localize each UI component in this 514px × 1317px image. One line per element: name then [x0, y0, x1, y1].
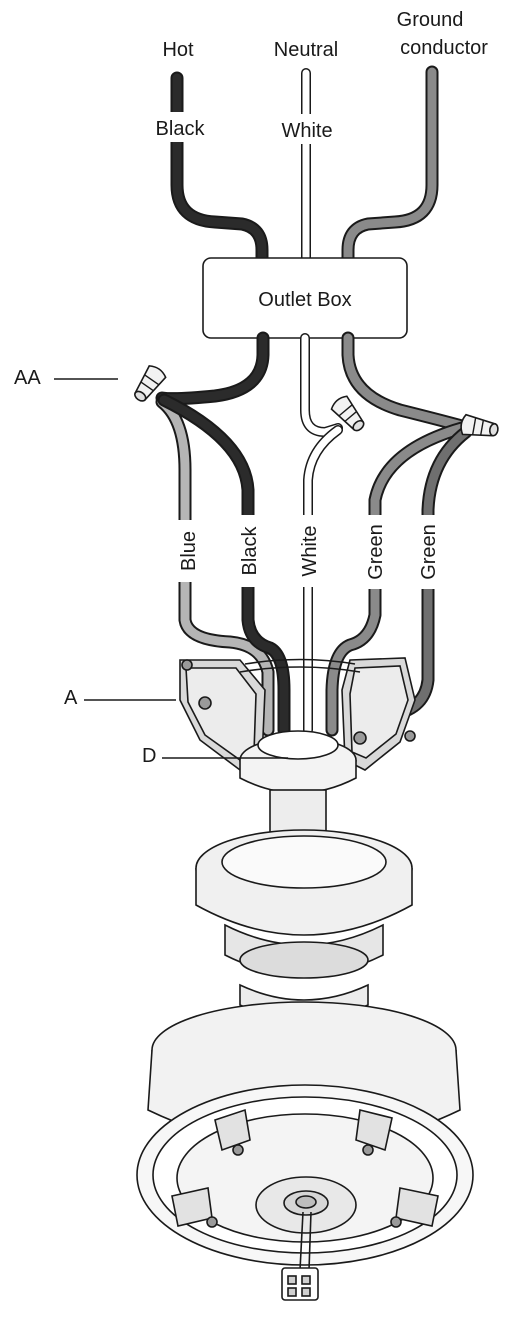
label-neutral: Neutral [274, 39, 338, 61]
callout-aa-label: AA [14, 367, 41, 389]
connector-plug-icon [281, 1211, 319, 1301]
supply-wires [170, 65, 439, 269]
hot-wire [170, 71, 269, 269]
fan-motor-icon [136, 829, 474, 1266]
label-black-top: Black [156, 118, 206, 140]
outlet-box-label: Outlet Box [258, 289, 351, 311]
lead-label-black: Black [239, 526, 261, 576]
lead-label-white: White [299, 525, 321, 576]
lead-label-blue: Blue [178, 531, 200, 571]
mounting-bracket-icon [179, 657, 416, 771]
callout-a-label: A [64, 687, 78, 709]
callout-aa: AA [14, 367, 118, 389]
canopy-collar [239, 730, 357, 794]
callout-a: A [64, 687, 176, 709]
wire-nut-icon [460, 413, 499, 437]
label-ground-2: conductor [400, 37, 488, 59]
lead-label-green-2: Green [418, 524, 440, 580]
hot-wire-fill [172, 73, 267, 267]
ground-wire-fill [343, 67, 437, 267]
label-white-bg [274, 114, 340, 144]
wire-nut-icon [330, 395, 365, 432]
callout-d-label: D [142, 745, 156, 767]
label-ground-1: Ground [397, 9, 464, 31]
label-hot: Hot [162, 39, 194, 61]
label-black-bg [150, 112, 208, 142]
lead-label-green-1: Green [365, 524, 387, 580]
ground-wire [341, 65, 439, 269]
fan-leads [155, 393, 473, 737]
wire-nut-icon [134, 365, 167, 402]
callout-d: D [142, 745, 288, 767]
label-white-top: White [281, 120, 332, 142]
